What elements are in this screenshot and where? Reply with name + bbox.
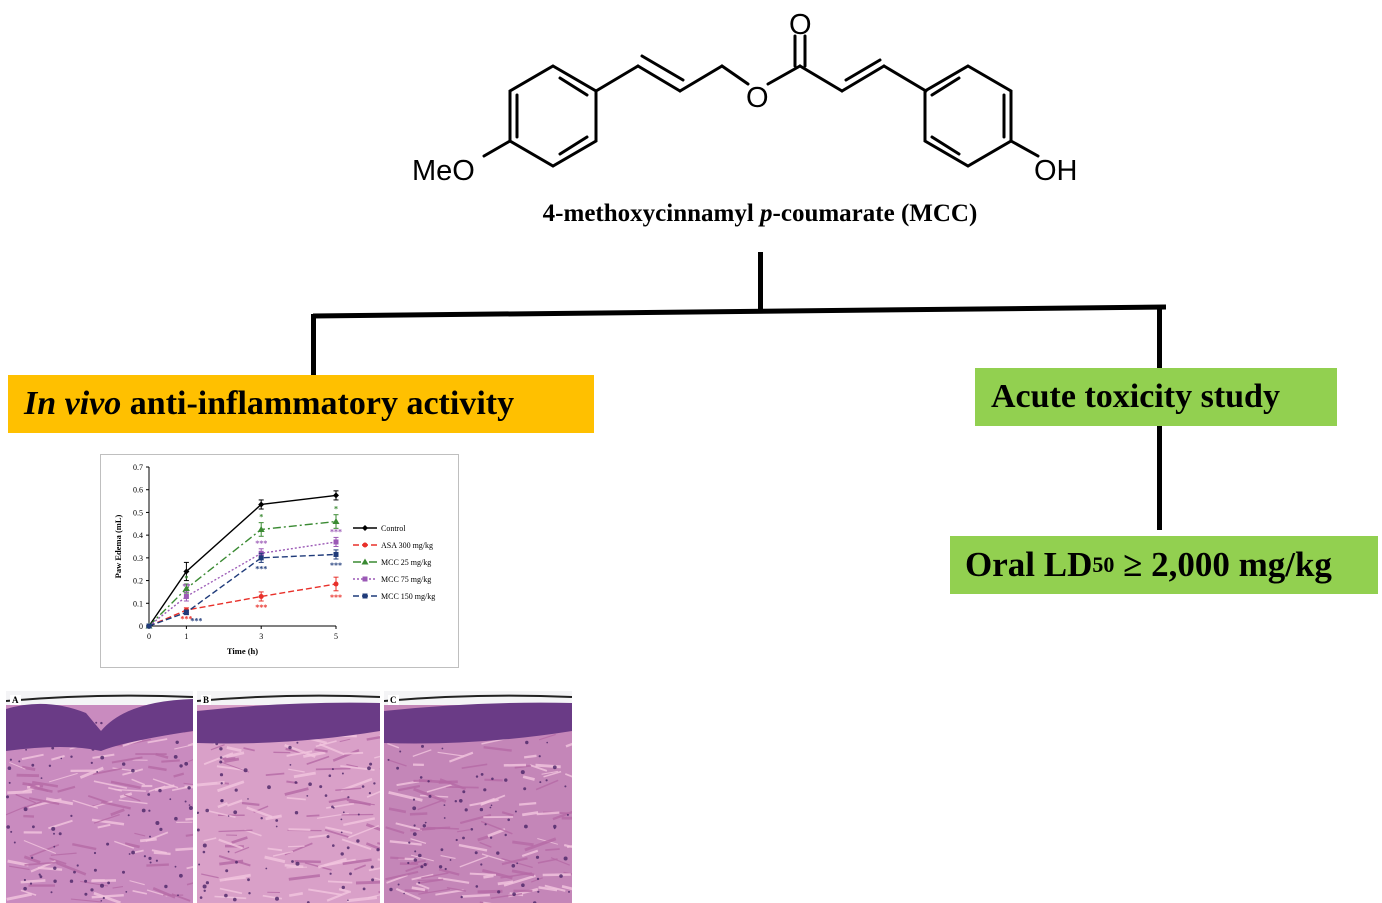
significance-label: *** (330, 561, 342, 570)
histology-image-a (6, 691, 193, 903)
y-tick-label: 0.3 (133, 554, 143, 563)
y-tick-label: 0.1 (133, 599, 143, 608)
data-point (183, 568, 190, 575)
histology-panel-c: C (384, 691, 572, 903)
series-line (148, 494, 337, 627)
legend-label: ASA 300 mg/kg (381, 541, 433, 550)
histology-panel-b: B (197, 691, 380, 903)
series-line (148, 553, 337, 627)
toxicity-label: Acute toxicity study (991, 378, 1280, 415)
invivo-italic-label: In vivo (24, 385, 122, 422)
series-line (148, 520, 337, 627)
legend-label: MCC 25 mg/kg (381, 558, 431, 567)
mcc-structure: MeO O O OH (412, 9, 1078, 187)
legend-label: Control (381, 524, 406, 533)
significance-label: * (334, 505, 338, 514)
significance-label: *** (190, 617, 202, 626)
y-tick-label: 0.5 (133, 508, 143, 517)
left-benzene-ring (508, 64, 598, 168)
ester-oxygen-label: O (746, 82, 769, 114)
connector-stem (758, 252, 763, 310)
legend-label: MCC 150 mg/kg (381, 592, 435, 601)
histology-image-c (384, 691, 572, 903)
y-tick-label: 0.2 (133, 577, 143, 586)
histology-panel-a: A (6, 691, 193, 903)
significance-label: *** (255, 603, 267, 612)
data-point (258, 501, 265, 508)
data-point (183, 609, 189, 615)
ld50-subscript: 50 (1092, 552, 1115, 577)
histology-image-b (197, 691, 380, 903)
connector-bar (312, 304, 1167, 319)
right-benzene-ring (923, 64, 1013, 168)
data-point (258, 555, 264, 561)
x-tick-label: 3 (259, 632, 263, 641)
histology-images: A B C (6, 691, 572, 903)
significance-label: *** (180, 614, 192, 623)
data-point (257, 525, 265, 532)
histology-panel-label: B (201, 695, 212, 705)
y-tick-label: 0.4 (133, 531, 143, 540)
invivo-rest-label: anti-inflammatory activity (121, 385, 515, 422)
significance-label: * (184, 574, 188, 583)
hydroxyl-label: OH (1034, 155, 1078, 187)
data-point (333, 539, 339, 545)
legend-marker (362, 593, 368, 599)
data-point (146, 623, 152, 629)
histology-panel-label: C (388, 695, 399, 705)
legend-marker (362, 542, 368, 548)
carbonyl-oxygen-label: O (789, 9, 812, 41)
compound-name: 4-methoxycinnamyl p-coumarate (MCC) (400, 200, 1120, 228)
y-axis-label: Paw Edema (mL) (113, 514, 123, 578)
series-line (148, 583, 337, 627)
significance-label: *** (255, 539, 267, 548)
connector-left-drop (311, 314, 316, 376)
methoxy-label: MeO (412, 155, 475, 187)
x-axis-label: Time (h) (227, 646, 258, 656)
significance-label: * (259, 513, 263, 522)
ld50-value: ≥ 2,000 mg/kg (1114, 545, 1332, 584)
compound-name-suffix: -coumarate (MCC) (772, 200, 978, 227)
data-point (183, 593, 189, 599)
y-tick-label: 0.6 (133, 486, 143, 495)
significance-label: *** (330, 593, 342, 602)
acute-toxicity-box: Acute toxicity study (975, 368, 1337, 426)
legend-marker (361, 558, 369, 565)
compound-name-prefix: 4-methoxycinnamyl (542, 200, 761, 227)
connector-tox-ld50 (1157, 426, 1162, 530)
x-tick-label: 0 (147, 632, 151, 641)
significance-label: *** (330, 527, 342, 536)
ld50-prefix: Oral LD (965, 545, 1093, 584)
y-tick-label: 0.7 (133, 463, 143, 472)
compound-name-italic: p (760, 200, 773, 227)
data-point (333, 492, 339, 499)
invivo-activity-box: In vivo anti-inflammatory activity (8, 375, 594, 433)
data-point (258, 593, 264, 599)
y-tick-label: 0 (139, 622, 143, 631)
legend-label: MCC 75 mg/kg (381, 575, 431, 584)
data-point (332, 518, 340, 525)
data-point (182, 585, 190, 592)
significance-label: ** (182, 582, 190, 591)
x-tick-label: 5 (334, 632, 338, 641)
significance-label: *** (255, 564, 267, 573)
legend-marker (362, 576, 368, 582)
data-point (333, 581, 339, 587)
connector-right-drop (1157, 306, 1162, 369)
x-tick-label: 1 (184, 632, 188, 641)
legend-marker (362, 525, 368, 531)
data-point (333, 551, 339, 557)
histology-panel-label: A (10, 695, 21, 705)
